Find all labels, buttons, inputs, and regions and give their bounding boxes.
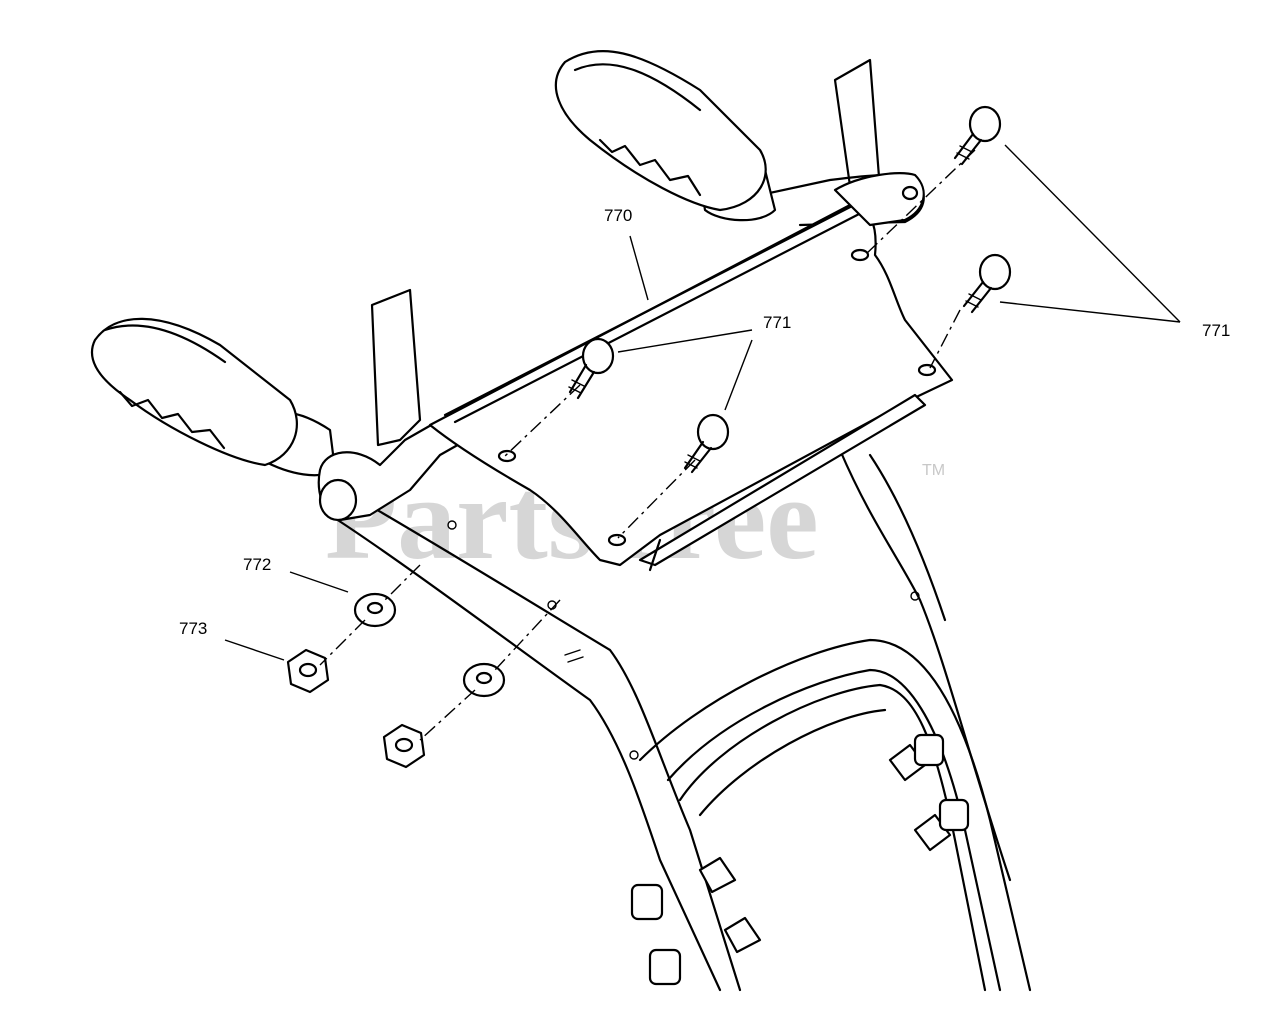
callout-labels: 770 771 771 772 773 <box>179 206 1230 638</box>
hardware-772-773 <box>286 592 506 769</box>
nut-773-lower <box>382 723 426 769</box>
bolt-left-lower <box>648 916 762 986</box>
callout-771-right: 771 <box>1202 321 1230 340</box>
washer-772-lower <box>462 662 506 698</box>
frame-bolts <box>630 733 970 986</box>
screw-right-lower <box>962 253 1012 314</box>
callout-772: 772 <box>243 555 271 574</box>
bolt-right-lower <box>913 798 970 852</box>
leader-lines <box>224 144 1181 661</box>
assembly-centerlines <box>319 149 976 741</box>
screw-center-upper <box>568 337 615 400</box>
grip-front <box>90 288 472 522</box>
callout-771-center: 771 <box>763 313 791 332</box>
bolt-left-upper <box>630 856 737 921</box>
nut-773-upper <box>286 648 330 694</box>
callout-773: 773 <box>179 619 207 638</box>
bolt-right-upper <box>888 733 945 782</box>
panel-770 <box>428 200 954 572</box>
screws-771 <box>568 105 1012 474</box>
callout-770: 770 <box>604 206 632 225</box>
grip-rear <box>554 50 925 227</box>
washer-772-upper <box>353 592 397 628</box>
screw-center-lower <box>683 413 730 474</box>
watermark-trademark: TM <box>922 462 945 479</box>
screw-right-upper <box>953 105 1002 166</box>
rear-bracket <box>833 172 925 227</box>
